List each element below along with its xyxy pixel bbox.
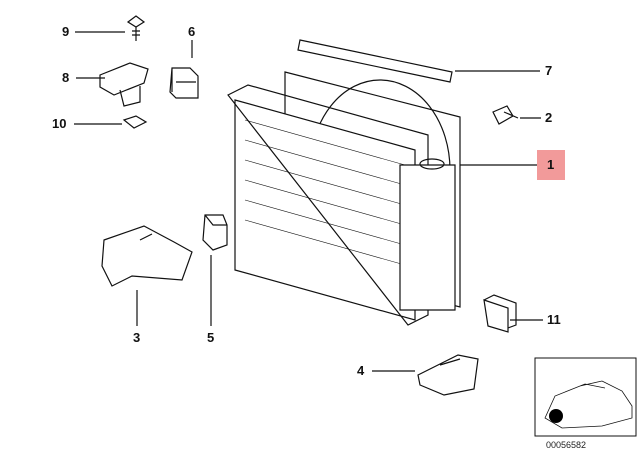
callout-6[interactable]: 6 xyxy=(188,24,196,39)
callout-10[interactable]: 10 xyxy=(52,116,67,131)
leader-lines xyxy=(74,31,543,372)
rubber-mount-part[interactable] xyxy=(169,67,199,99)
vehicle-location-inset xyxy=(534,357,637,437)
rubber-buffer-part[interactable] xyxy=(202,214,228,251)
callout-5[interactable]: 5 xyxy=(207,330,215,345)
callout-3[interactable]: 3 xyxy=(133,330,141,345)
clip-part[interactable] xyxy=(122,115,148,129)
highlight-box xyxy=(537,150,565,180)
seal-strip-part[interactable] xyxy=(297,39,453,83)
bracket-part[interactable] xyxy=(99,62,149,107)
push-rivet-part[interactable] xyxy=(492,105,519,125)
callout-9[interactable]: 9 xyxy=(62,24,70,39)
radiator-part[interactable] xyxy=(227,84,456,326)
air-duct-part[interactable] xyxy=(101,225,193,287)
lower-bracket-part[interactable] xyxy=(417,354,479,396)
image-id: 00056582 xyxy=(546,440,587,450)
location-marker-icon xyxy=(549,409,563,423)
callout-1[interactable]: 1 xyxy=(547,157,555,172)
callout-11[interactable]: 11 xyxy=(547,312,561,327)
callout-7[interactable]: 7 xyxy=(545,63,553,78)
callout-4[interactable]: 4 xyxy=(357,363,365,378)
screw-part[interactable] xyxy=(126,15,146,41)
holder-part[interactable] xyxy=(483,294,517,333)
callout-2[interactable]: 2 xyxy=(545,110,553,125)
callout-8[interactable]: 8 xyxy=(62,70,70,85)
